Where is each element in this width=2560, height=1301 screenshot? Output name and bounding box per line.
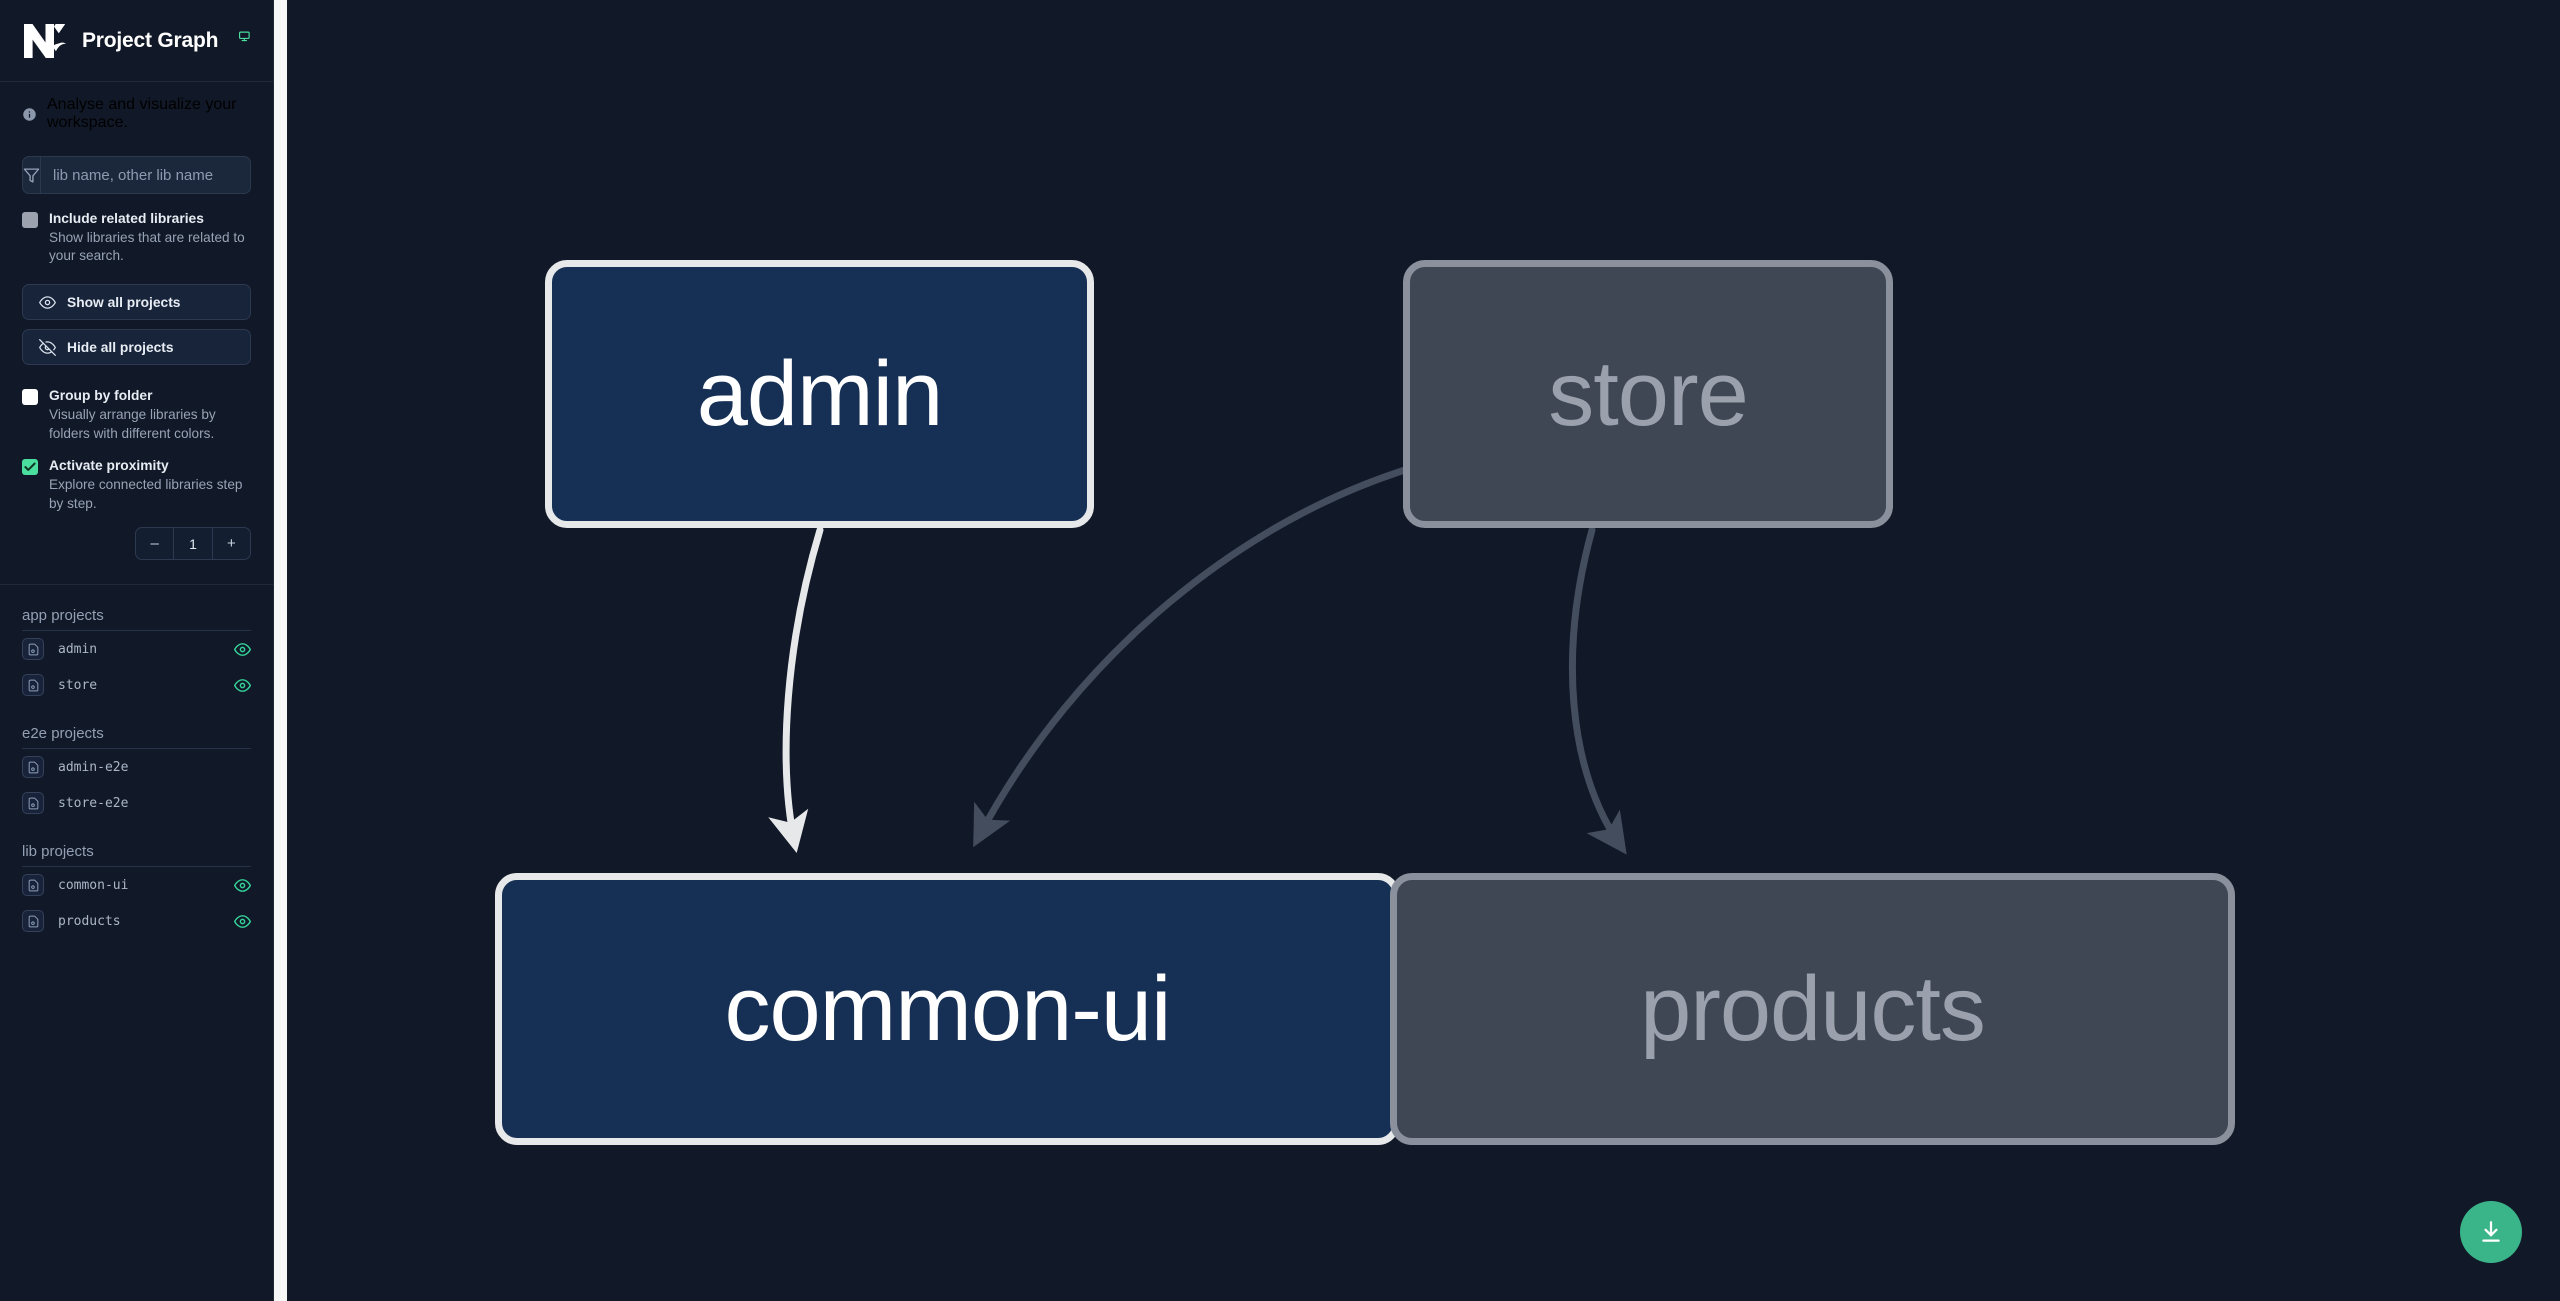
group-rule: [22, 866, 251, 868]
group-title-app-projects: app projects: [22, 607, 104, 625]
project-file-icon: [22, 638, 44, 661]
visibility-buttons: Show all projects Hide all projects: [0, 266, 273, 366]
project-row-store[interactable]: store: [0, 667, 273, 703]
include-related-libraries-checkbox[interactable]: [22, 212, 38, 228]
check-icon: [24, 462, 36, 472]
eye-visible-icon[interactable]: [234, 641, 251, 658]
proximity-increment-button[interactable]: +: [226, 535, 236, 553]
search-field[interactable]: [22, 156, 251, 194]
project-list: app projects admin store: [0, 585, 273, 959]
info-icon: [22, 107, 37, 122]
project-name: store: [58, 677, 98, 693]
edge-store-to-common-ui: [973, 466, 1409, 848]
eye-off-icon: [39, 338, 56, 356]
eye-visible-icon[interactable]: [234, 877, 251, 894]
project-file-icon: [22, 910, 44, 933]
project-row-common-ui[interactable]: common-ui: [0, 867, 273, 903]
graph-node-admin[interactable]: admin: [545, 260, 1094, 528]
group-rule: [22, 748, 251, 750]
node-label: store: [1548, 343, 1749, 445]
sidebar-tagline: Analyse and visualize your workspace.: [0, 82, 273, 146]
graph-node-products[interactable]: products: [1390, 873, 2235, 1145]
monitor-icon[interactable]: [238, 30, 251, 52]
node-label: common-ui: [724, 958, 1171, 1060]
group-by-folder-label: Group by folder: [49, 388, 153, 404]
sidebar: Project Graph Analyse and visualize your…: [0, 0, 274, 1301]
edge-store-to-products: [1569, 526, 1627, 855]
search-input[interactable]: [41, 157, 250, 193]
proximity-value: 1: [189, 535, 197, 552]
project-name: store-e2e: [58, 795, 129, 811]
page-title: Project Graph: [82, 28, 219, 52]
include-related-libraries-label: Include related libraries: [49, 211, 204, 226]
sidebar-header: Project Graph: [0, 0, 273, 82]
project-row-store-e2e[interactable]: store-e2e: [0, 785, 273, 821]
show-all-projects-label: Show all projects: [67, 294, 181, 310]
edge-admin-to-common-ui: [768, 526, 824, 853]
hide-all-projects-button[interactable]: Hide all projects: [22, 329, 251, 366]
project-name: admin: [58, 641, 98, 657]
group-title-lib-projects: lib projects: [22, 843, 94, 861]
eye-visible-icon[interactable]: [234, 913, 251, 930]
group-by-folder-description: Visually arrange libraries by folders wi…: [49, 406, 216, 441]
eye-icon: [39, 295, 56, 309]
project-file-icon: [22, 874, 44, 897]
option-include-related-libraries[interactable]: Include related libraries Show libraries…: [0, 194, 273, 266]
group-rule: [22, 630, 251, 632]
project-file-icon: [22, 756, 44, 779]
project-name: products: [58, 913, 121, 929]
project-file-icon: [22, 674, 44, 697]
activate-proximity-checkbox[interactable]: [22, 459, 38, 476]
node-label: admin: [696, 343, 944, 445]
stepper-divider: [211, 528, 213, 560]
stepper-divider: [173, 528, 175, 560]
option-activate-proximity[interactable]: Activate proximity Explore connected lib…: [0, 443, 273, 513]
download-image-button[interactable]: [2460, 1201, 2522, 1263]
proximity-stepper[interactable]: – 1 +: [135, 527, 251, 561]
project-name: common-ui: [58, 877, 129, 893]
funnel-icon: [23, 157, 41, 193]
include-related-libraries-description: Show libraries that are related to your …: [49, 229, 245, 264]
option-group-by-folder[interactable]: Group by folder Visually arrange librari…: [0, 365, 273, 443]
project-name: admin-e2e: [58, 759, 129, 775]
project-row-products[interactable]: products: [0, 903, 273, 939]
graph-edges: [768, 466, 1627, 855]
download-icon: [2482, 1221, 2500, 1242]
nx-logo-icon: [22, 21, 68, 61]
project-row-admin-e2e[interactable]: admin-e2e: [0, 749, 273, 785]
graph-canvas[interactable]: admin store common-ui products: [287, 0, 2560, 1301]
group-by-folder-checkbox[interactable]: [22, 389, 38, 406]
group-title-e2e-projects: e2e projects: [22, 725, 104, 743]
proximity-decrement-button[interactable]: –: [150, 535, 159, 553]
node-label: products: [1640, 958, 1986, 1060]
sidebar-divider: [0, 584, 273, 586]
graph-node-common-ui[interactable]: common-ui: [495, 873, 1400, 1145]
activate-proximity-label: Activate proximity: [49, 458, 169, 474]
hide-all-projects-label: Hide all projects: [67, 339, 174, 355]
tagline-text: Analyse and visualize your workspace.: [47, 96, 237, 131]
activate-proximity-description: Explore connected libraries step by step…: [49, 476, 243, 511]
eye-visible-icon[interactable]: [234, 677, 251, 694]
sidebar-resize-handle[interactable]: [274, 0, 287, 1301]
project-file-icon: [22, 792, 44, 815]
graph-node-store[interactable]: store: [1403, 260, 1893, 528]
project-row-admin[interactable]: admin: [0, 631, 273, 667]
show-all-projects-button[interactable]: Show all projects: [22, 284, 251, 321]
